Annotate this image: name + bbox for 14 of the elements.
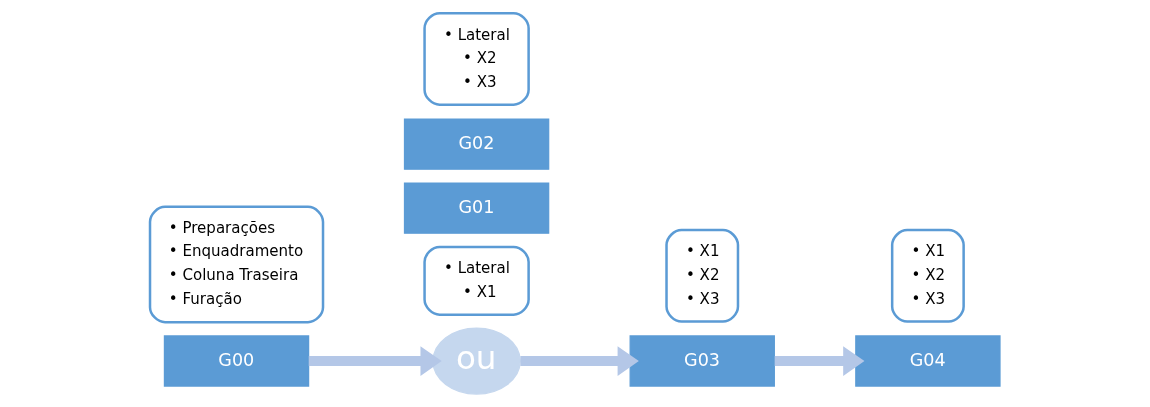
node-box: G00 [163, 335, 310, 387]
node-ellipse: ou [432, 327, 521, 395]
node-box: • X1 • X2 • X3 [665, 228, 740, 323]
node-box: • Lateral • X1 [423, 245, 530, 316]
node-box: • Preparações • Enquadramento • Coluna Traseira • Furação [148, 205, 325, 324]
arrow [774, 346, 865, 376]
node-box: • X1 • X2 • X3 [890, 228, 965, 323]
node-box: G02 [403, 118, 550, 170]
arrow [520, 346, 639, 376]
node-box: • Lateral • X2 • X3 [423, 11, 530, 106]
node-box: G01 [403, 182, 550, 234]
arrow [308, 346, 442, 376]
node-box: G03 [629, 335, 775, 387]
node-box: G04 [855, 335, 1001, 387]
